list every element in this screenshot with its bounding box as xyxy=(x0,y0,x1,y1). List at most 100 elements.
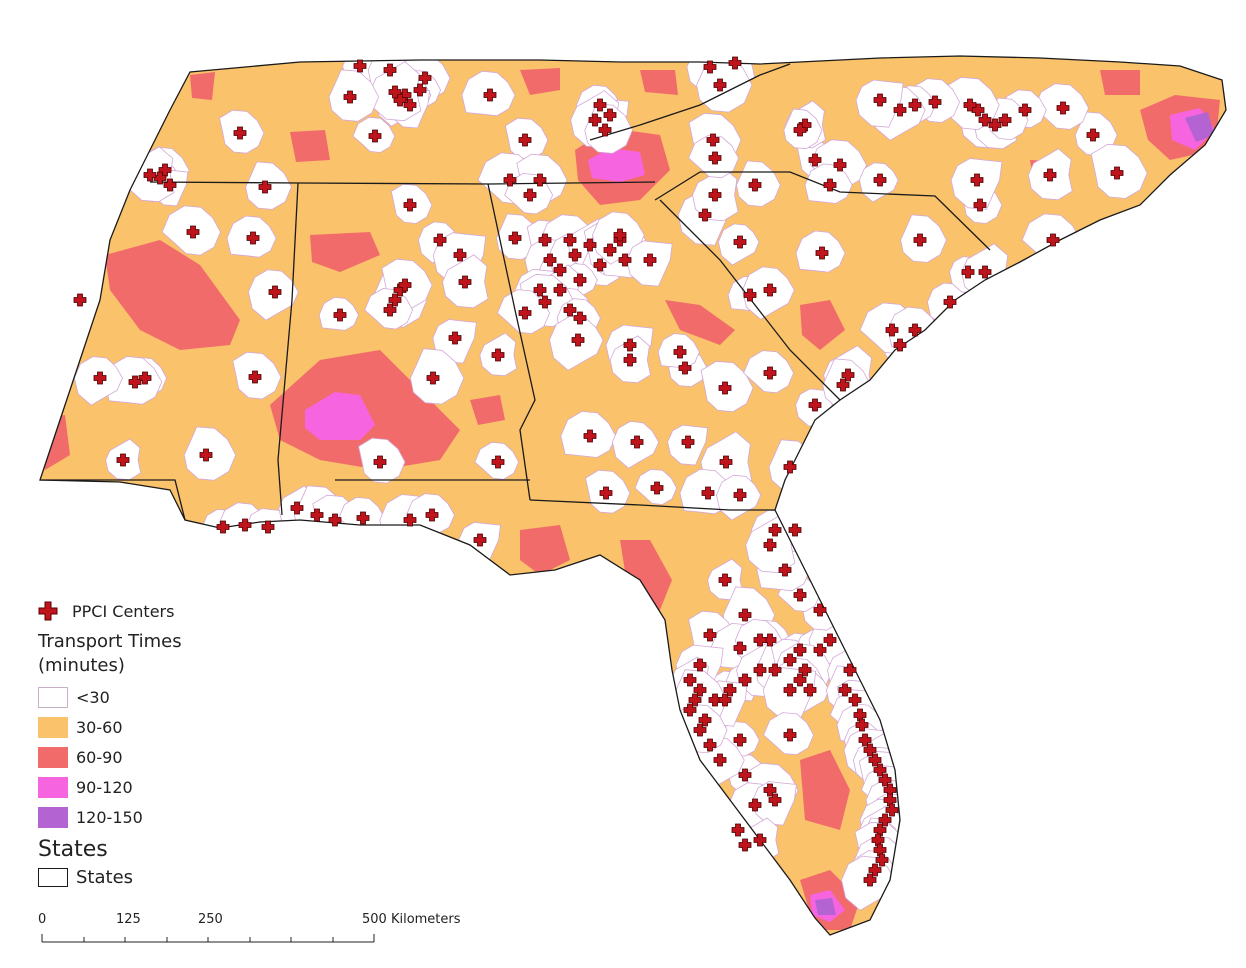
ppci-center-marker xyxy=(875,853,889,867)
ppci-center-marker xyxy=(963,98,977,112)
ppci-center-marker xyxy=(583,429,597,443)
ppci-center-marker xyxy=(593,98,607,112)
ppci-center-marker xyxy=(538,233,552,247)
ppci-center-marker xyxy=(701,486,715,500)
ppci-center-marker xyxy=(538,295,552,309)
scale-bar: 0 125 250 500 Kilometers xyxy=(38,912,468,952)
ppci-center-marker xyxy=(571,333,585,347)
ppci-center-marker xyxy=(403,513,417,527)
ppci-center-marker xyxy=(238,518,252,532)
ppci-center-marker xyxy=(973,198,987,212)
ppci-center-marker xyxy=(885,323,899,337)
ppci-center-marker xyxy=(186,225,200,239)
legend-states-label: States xyxy=(76,866,134,888)
legend-states-title: States xyxy=(38,837,108,862)
ppci-center-marker xyxy=(718,693,732,707)
ppci-center-marker xyxy=(383,63,397,77)
ppci-center-marker xyxy=(753,833,767,847)
legend-transport-title: Transport Times xyxy=(38,631,182,652)
ppci-center-marker xyxy=(618,253,632,267)
ppci-center-marker xyxy=(143,168,157,182)
ppci-center-marker xyxy=(353,59,367,73)
ppci-center-marker xyxy=(623,353,637,367)
ppci-center-marker xyxy=(1043,168,1057,182)
ppci-center-marker xyxy=(823,178,837,192)
ppci-center-marker xyxy=(568,248,582,262)
ppci-center-marker xyxy=(310,508,324,522)
ppci-center-marker xyxy=(843,663,857,677)
ppci-center-marker xyxy=(533,173,547,187)
swatch-under-30 xyxy=(38,686,68,708)
ppci-center-marker xyxy=(503,173,517,187)
ppci-center-marker xyxy=(703,60,717,74)
swatch-120-150 xyxy=(38,806,68,828)
ppci-center-marker xyxy=(783,683,797,697)
legend-class-label: 90-120 xyxy=(76,777,133,797)
ppci-center-marker xyxy=(783,460,797,474)
ppci-center-marker xyxy=(453,248,467,262)
ppci-center-marker xyxy=(873,173,887,187)
ppci-center-marker xyxy=(356,511,370,525)
ppci-center-marker xyxy=(593,258,607,272)
ppci-center-marker xyxy=(768,663,782,677)
ppci-center-marker xyxy=(738,673,752,687)
ppci-center-marker xyxy=(491,455,505,469)
ppci-center-marker xyxy=(433,233,447,247)
ppci-center-marker xyxy=(216,520,230,534)
ppci-center-marker xyxy=(703,738,717,752)
ppci-center-marker xyxy=(543,253,557,267)
ppci-center-marker xyxy=(398,278,412,292)
ppci-center-marker xyxy=(793,588,807,602)
ppci-center-marker xyxy=(793,643,807,657)
ppci-center-marker xyxy=(868,863,882,877)
ppci-center-marker xyxy=(483,88,497,102)
ppci-center-marker xyxy=(998,113,1012,127)
ppci-center-marker xyxy=(718,381,732,395)
ppci-center-marker xyxy=(778,563,792,577)
ppci-center-marker xyxy=(733,235,747,249)
ppci-center-marker xyxy=(261,520,275,534)
ppci-center-marker xyxy=(733,641,747,655)
ppci-center-marker xyxy=(563,303,577,317)
ppci-center-marker xyxy=(988,118,1002,132)
ppci-center-marker xyxy=(1056,101,1070,115)
ppci-center-marker xyxy=(563,233,577,247)
ppci-center-marker xyxy=(823,633,837,647)
ppci-center-marker xyxy=(908,98,922,112)
ppci-center-marker xyxy=(588,113,602,127)
ppci-center-marker xyxy=(199,448,213,462)
ppci-center-marker xyxy=(523,188,537,202)
ppci-center-marker xyxy=(246,231,260,245)
ppci-center-marker xyxy=(693,723,707,737)
ppci-center-marker xyxy=(508,231,522,245)
ppci-center-marker xyxy=(813,603,827,617)
scale-tick-label: 0 xyxy=(38,912,47,927)
ppci-center-marker xyxy=(403,198,417,212)
ppci-center-marker xyxy=(748,178,762,192)
legend-class-label: 120-150 xyxy=(76,807,143,827)
legend-transport-unit: (minutes) xyxy=(38,655,125,676)
ppci-center-marker xyxy=(753,663,767,677)
ppci-center-marker xyxy=(841,368,855,382)
ppci-center-marker xyxy=(248,370,262,384)
ppci-center-marker xyxy=(836,378,850,392)
ppci-center-marker xyxy=(863,873,877,887)
ppci-center-marker xyxy=(328,513,342,527)
legend-class-row: 60-90 xyxy=(38,742,182,772)
ppci-center-marker xyxy=(713,753,727,767)
ppci-center-marker xyxy=(1086,128,1100,142)
ppci-center-marker xyxy=(258,180,272,194)
ppci-center-marker xyxy=(961,265,975,279)
ms-la-border xyxy=(40,479,186,521)
ppci-center-marker xyxy=(681,435,695,449)
ppci-center-marker xyxy=(673,345,687,359)
ppci-center-marker xyxy=(768,793,782,807)
coastline-outline xyxy=(39,55,1227,936)
ppci-center-marker xyxy=(768,523,782,537)
ppci-center-marker xyxy=(738,838,752,852)
ppci-center-marker xyxy=(970,173,984,187)
ppci-center-marker xyxy=(388,293,402,307)
ppci-center-marker xyxy=(518,133,532,147)
ppci-center-marker xyxy=(343,90,357,104)
